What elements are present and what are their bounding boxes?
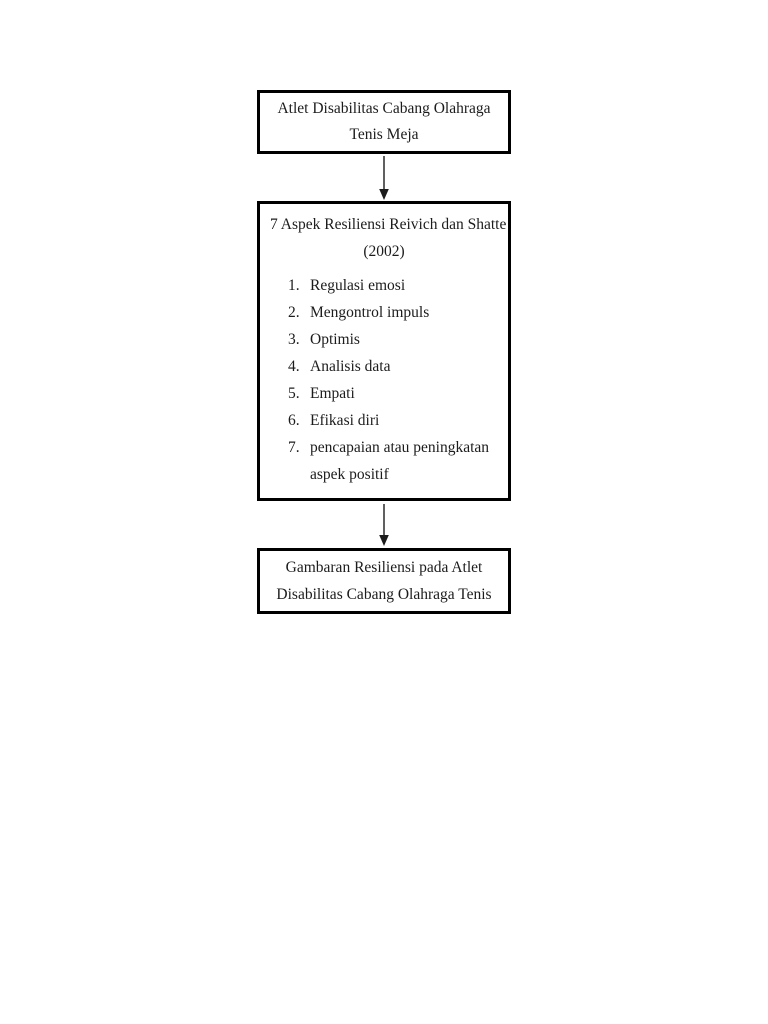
aspects-heading-line2: (2002) [363, 243, 405, 260]
list-item-number: 6. [288, 412, 300, 429]
list-item-label: Regulasi emosi [310, 277, 406, 294]
list-item-number: 2. [288, 304, 300, 321]
list-item: 7. pencapaian atau peningkatan aspek pos… [288, 434, 498, 488]
list-item: 6. Efikasi diri [288, 407, 498, 434]
list-item-number: 7. [288, 439, 300, 456]
flow-box-result-line1: Gambaran Resiliensi pada Atlet [285, 559, 483, 576]
aspects-heading-line1: 7 Aspek Resiliensi Reivich dan Shatte [270, 216, 507, 233]
list-item-label: Empati [310, 385, 355, 402]
flow-box-result: Gambaran Resiliensi pada Atlet Disabilit… [257, 548, 511, 614]
list-item: 3. Optimis [288, 326, 498, 353]
flow-box-athlete-line2: Tenis Meja [349, 126, 419, 143]
list-item-label: Analisis data [310, 358, 391, 375]
list-item-label: Optimis [310, 331, 360, 348]
list-item: 2. Mengontrol impuls [288, 299, 498, 326]
list-item-label: Efikasi diri [310, 412, 380, 429]
list-item-label: pencapaian atau peningkatan aspek positi… [310, 439, 490, 483]
list-item-label: Mengontrol impuls [310, 304, 430, 321]
flow-box-aspects: 7 Aspek Resiliensi Reivich dan Shatte (2… [257, 201, 511, 501]
list-item-number: 1. [288, 277, 300, 294]
list-item-number: 3. [288, 331, 300, 348]
arrow-gap-1 [378, 154, 390, 201]
list-item-number: 4. [288, 358, 300, 375]
flow-box-athlete-line1: Atlet Disabilitas Cabang Olahraga [277, 100, 491, 117]
flow-box-result-line2: Disabilitas Cabang Olahraga Tenis [276, 586, 492, 603]
list-item-number: 5. [288, 385, 300, 402]
down-arrow-icon [379, 156, 389, 200]
down-arrow-icon [379, 504, 389, 546]
list-item: 4. Analisis data [288, 353, 498, 380]
flow-box-athlete: Atlet Disabilitas Cabang Olahraga Tenis … [257, 90, 511, 154]
aspects-list: 1. Regulasi emosi 2. Mengontrol impuls 3… [270, 272, 498, 488]
list-item: 5. Empati [288, 380, 498, 407]
arrow-gap-2 [378, 501, 390, 548]
list-item: 1. Regulasi emosi [288, 272, 498, 299]
